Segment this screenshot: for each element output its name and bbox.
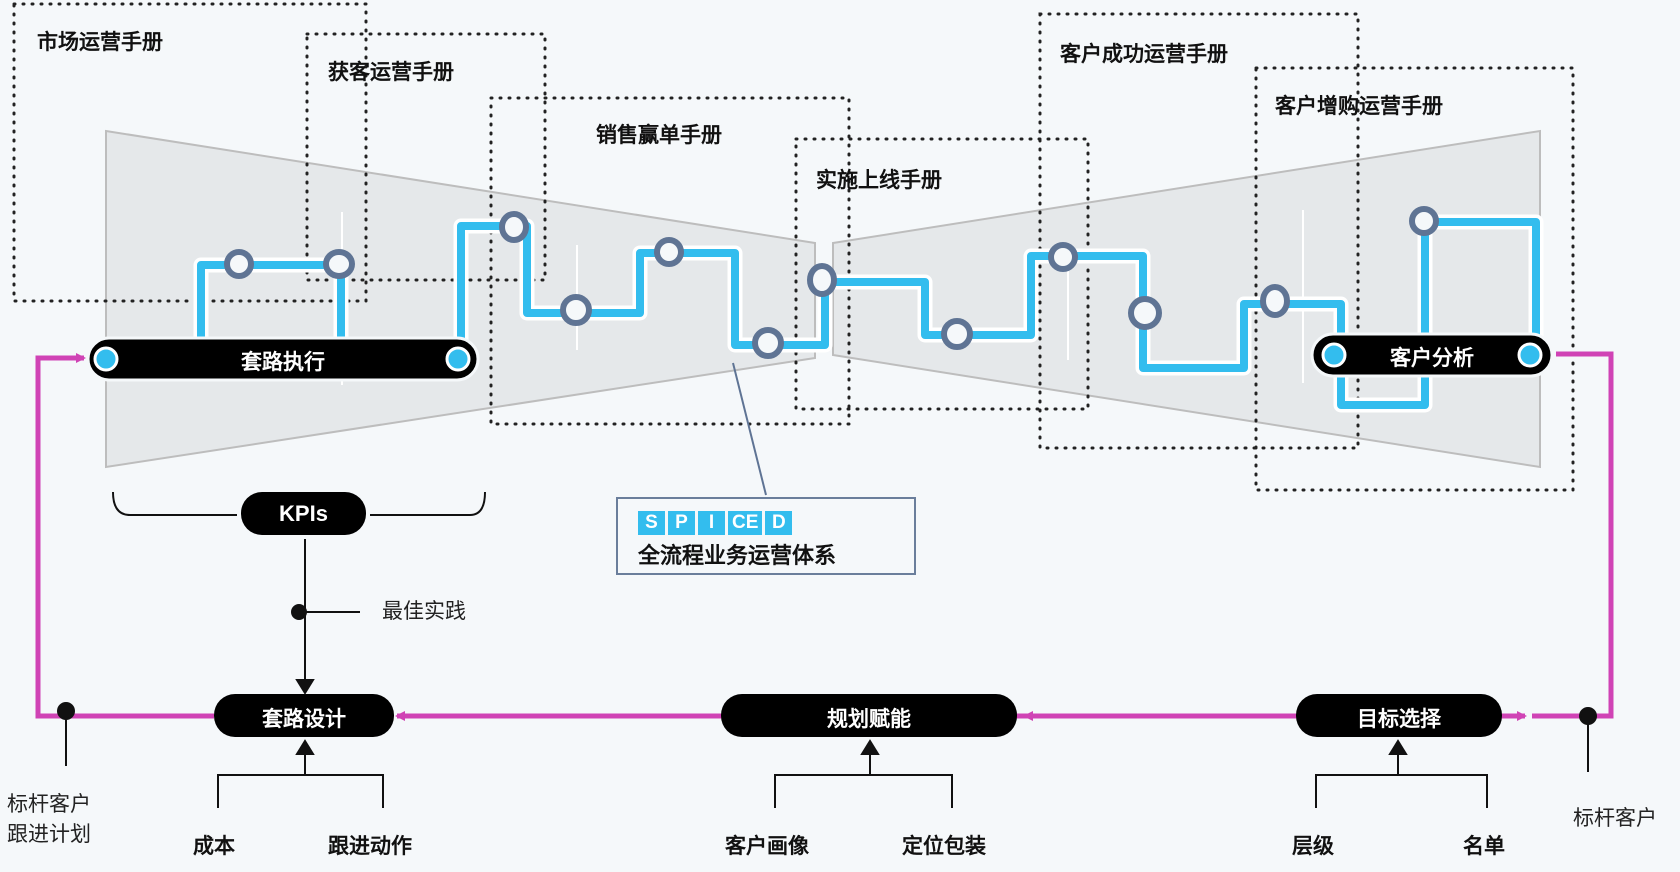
execution-start-dot <box>93 346 119 372</box>
benchmark-plan-label-2: 跟进计划 <box>7 822 91 846</box>
targeting-pill <box>1296 694 1502 737</box>
kpi-connector <box>291 539 360 695</box>
handbook-title-acquisition: 获客运营手册 <box>328 60 454 84</box>
spiced-letter: P <box>668 511 695 535</box>
journey-node <box>1409 206 1439 236</box>
spiced-leader <box>732 362 767 496</box>
feedback-loop <box>35 351 1614 721</box>
journey-node <box>224 249 254 279</box>
spiced-letter: I <box>698 511 725 535</box>
journey-node <box>1260 284 1290 318</box>
execution-end-dot <box>445 346 471 372</box>
positioning-label: 定位包装 <box>902 834 986 858</box>
handbook-boxes <box>12 2 1575 492</box>
journey-node <box>941 318 973 350</box>
design-label: 套路设计 <box>262 707 346 731</box>
box-acquisition <box>305 32 547 282</box>
journey-nodes <box>224 206 1439 359</box>
benchmark-customer-label: 标杆客户 <box>1573 806 1657 830</box>
tier-label: 层级 <box>1292 834 1334 858</box>
journey-node <box>807 263 837 297</box>
handbook-title-market: 市场运营手册 <box>37 30 163 54</box>
spiced-letter: D <box>765 511 793 535</box>
spiced-letter: S <box>638 511 665 535</box>
handbook-title-success: 客户成功运营手册 <box>1060 42 1228 66</box>
execution-pill <box>86 336 480 382</box>
spiced-letter: CE <box>728 511 763 535</box>
kpis-label: KPIs <box>279 501 328 526</box>
cost-label: 成本 <box>193 834 235 858</box>
handbook-title-upsell: 客户增购运营手册 <box>1275 94 1443 118</box>
benchmark-plan-label-1: 标杆客户 <box>7 792 91 816</box>
journey-node <box>323 249 355 279</box>
kpis-pill <box>241 492 366 535</box>
kpis-bracket <box>112 491 486 516</box>
pills <box>86 332 1554 737</box>
follow-action-label: 跟进动作 <box>328 834 412 858</box>
right-funnel <box>832 129 1541 469</box>
enablement-label: 规划赋能 <box>827 707 911 731</box>
analysis-pill <box>1310 332 1554 378</box>
design-pill <box>214 694 394 737</box>
enablement-pill <box>721 694 1017 737</box>
journey-node <box>499 211 529 243</box>
journey-node <box>752 327 784 359</box>
best-practice-label: 最佳实践 <box>382 599 466 623</box>
input-brackets <box>217 739 1488 808</box>
box-success <box>1038 12 1360 450</box>
journey-node <box>560 294 592 326</box>
handbook-title-sales: 销售赢单手册 <box>596 123 722 147</box>
box-sales <box>489 96 851 426</box>
benchmark-markers <box>57 702 1597 772</box>
execution-label: 套路执行 <box>241 350 325 374</box>
list-label: 名单 <box>1463 834 1505 858</box>
journey-node <box>1048 242 1078 272</box>
journey-node <box>1128 296 1162 330</box>
analysis-label: 客户分析 <box>1390 346 1474 370</box>
analysis-start-dot <box>1321 342 1347 368</box>
spiced-subtitle: 全流程业务运营体系 <box>638 544 837 569</box>
analysis-end-dot <box>1517 342 1543 368</box>
box-implementation <box>794 137 1090 411</box>
journey-node <box>654 237 684 267</box>
handbook-title-implementation: 实施上线手册 <box>816 168 942 192</box>
persona-label: 客户画像 <box>725 834 809 858</box>
spiced-letters: S P I CE D <box>638 511 793 535</box>
targeting-label: 目标选择 <box>1357 707 1441 731</box>
spiced-callout: S P I CE D 全流程业务运营体系 <box>616 497 916 575</box>
